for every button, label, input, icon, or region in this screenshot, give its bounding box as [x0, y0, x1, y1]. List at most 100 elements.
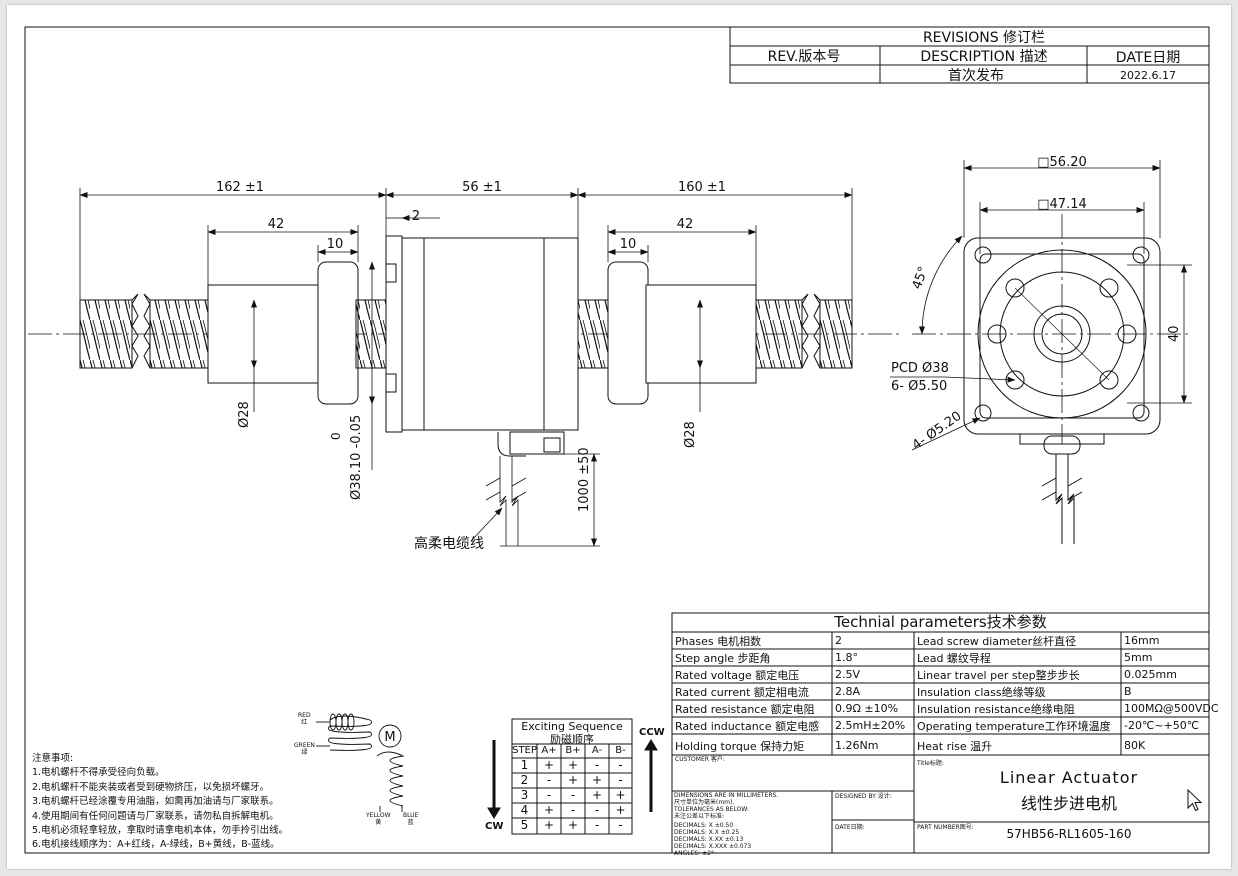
param-k2: Lead 螺纹导程: [917, 651, 991, 665]
dimension-note: DIMENSIONS ARE IN MILLIMETERS. 尺寸单位为毫米(m…: [674, 792, 778, 820]
sequence-cell: 5: [520, 818, 529, 832]
sequence-header: A+: [541, 745, 557, 756]
param-k2: Lead screw diameter丝杆直径: [917, 634, 1077, 648]
tolerance-4: ANGLES: ±2°: [674, 850, 714, 857]
param-v2: B: [1124, 685, 1132, 698]
sequence-cell: -: [570, 788, 576, 802]
sequence-cell: -: [546, 788, 552, 802]
mouse-cursor-icon: [1187, 788, 1203, 812]
left-lead-screw: [79, 293, 209, 369]
left-nut: [207, 261, 387, 405]
wire-yellow: YELLOW 黄: [366, 812, 391, 826]
cw-label: CW: [485, 821, 504, 832]
dim-gap: 2: [412, 209, 420, 224]
dims-note-0: DIMENSIONS ARE IN MILLIMETERS.: [674, 792, 779, 799]
tolerance-0: DECIMALS: X ±0.50: [674, 822, 734, 829]
sequence-cell: +: [543, 818, 555, 832]
sequence-table-grid: [487, 718, 658, 835]
wire-red-en: RED: [298, 712, 311, 719]
dim-square-inner: □47.14: [1037, 197, 1087, 212]
drawing-sheet: [7, 5, 1231, 869]
sequence-cell: +: [543, 758, 555, 772]
dim-holes6: 6- Ø5.50: [891, 379, 947, 394]
wiring-diagram: [316, 713, 405, 812]
sequence-cell: 4: [520, 803, 529, 817]
title-en: Linear Actuator: [999, 768, 1139, 787]
dims-note-2: TOLERANCES AS BELOW:: [674, 806, 749, 813]
cable-label: 高柔电缆线: [414, 535, 484, 552]
revisions-title: REVISIONS 修订栏: [923, 30, 1045, 46]
dim-dia-left: Ø28: [237, 401, 252, 428]
sequence-header: A-: [591, 745, 603, 756]
sequence-cell: 2: [520, 773, 529, 787]
title-cn: 线性步进电机: [1020, 794, 1117, 813]
desc-header: DESCRIPTION 描述: [920, 49, 1047, 65]
sequence-cell: -: [618, 818, 623, 832]
dim-right-nut: 42: [677, 217, 694, 232]
param-v1: 2.5V: [835, 668, 861, 681]
params-title: Technial parameters技术参数: [834, 613, 1047, 631]
param-v1: 2.8A: [835, 685, 861, 698]
dim-left-nut: 42: [268, 217, 285, 232]
sequence-cell: +: [615, 788, 626, 802]
wire-blue-cn: 蓝: [407, 819, 414, 826]
sequence-cell: -: [594, 803, 600, 817]
param-k2: Operating temperature工作环境温度: [917, 719, 1111, 733]
note-item: 4.使用期间有任何问题请与厂家联系，请勿私自拆解电机。: [32, 810, 279, 822]
title-label: Title标题:: [917, 760, 944, 767]
sequence-cell: +: [591, 788, 603, 802]
wire-green-cn: 绿: [301, 749, 308, 756]
sequence-title-cn: 励磁顺序: [550, 733, 594, 746]
part-number: 57HB56-RL1605-160: [1006, 827, 1132, 841]
param-k2: Insulation class绝缘等级: [917, 685, 1046, 699]
wire-yellow-cn: 黄: [375, 819, 382, 826]
param-k1: Phases 电机相数: [675, 634, 762, 648]
param-v1: 0.9Ω ±10%: [835, 702, 899, 715]
ccw-label: CCW: [639, 727, 665, 738]
designed-by-label: DESIGNED BY 设计:: [835, 793, 892, 800]
front-view: [890, 160, 1192, 544]
dim-left-length: 162 ±1: [216, 180, 264, 195]
dim-dia-pilot-zero: 0: [329, 432, 343, 440]
param-v2: 80K: [1124, 739, 1146, 752]
param-k1: Rated resistance 额定电阻: [675, 702, 815, 716]
param-v2: -20℃~+50℃: [1124, 719, 1200, 732]
sequence-cell: -: [546, 773, 552, 787]
param-k2: Linear travel per step整步步长: [917, 668, 1080, 682]
revisions-block: [729, 26, 1210, 84]
inner-frame: [24, 26, 1210, 854]
sequence-cell: +: [615, 803, 626, 817]
wire-red: RED 红: [298, 712, 311, 726]
tolerance-list: DECIMALS: X ±0.50 DECIMALS: X.X ±0.25 DE…: [674, 822, 751, 857]
sequence-cell: +: [543, 803, 555, 817]
dim-right-flange: 10: [620, 237, 637, 252]
sequence-cell: -: [570, 803, 576, 817]
part-number-label: PART NUMBER图号:: [917, 824, 974, 831]
sequence-cell: +: [567, 773, 579, 787]
param-k1: Holding torque 保持力矩: [675, 739, 805, 753]
wire-blue-en: BLUE: [403, 812, 419, 819]
tolerance-2: DECIMALS: X.XX ±0.13: [674, 836, 744, 843]
dim-motor-length: 56 ±1: [462, 180, 502, 195]
dim-cable-length: 1000 ±50: [577, 447, 592, 512]
dim-left-flange: 10: [327, 237, 344, 252]
dim-right-length: 160 ±1: [678, 180, 726, 195]
sequence-cell: -: [618, 773, 623, 787]
wire-yellow-en: YELLOW: [366, 812, 391, 819]
sequence-cell: +: [567, 818, 579, 832]
sequence-cell: +: [591, 773, 603, 787]
note-item: 2.电机螺杆不能夹装或者受到硬物挤压，以免损坏螺牙。: [32, 781, 270, 793]
sequence-cell: -: [594, 818, 600, 832]
tolerance-1: DECIMALS: X.X ±0.25: [674, 829, 740, 836]
dim-dia-pilot: Ø38.10 -0.05: [349, 415, 364, 500]
params-table-grid: [671, 612, 1210, 756]
param-k1: Step angle 步距角: [675, 651, 771, 665]
date-value: 2022.6.17: [1120, 69, 1176, 82]
wire-green-en: GREEN: [294, 742, 315, 749]
motor-body: [385, 235, 579, 457]
dims-note-3: 未注公差以下标准:: [674, 813, 725, 820]
desc-value: 首次发布: [948, 68, 1004, 84]
param-v1: 1.26Nm: [835, 739, 879, 752]
